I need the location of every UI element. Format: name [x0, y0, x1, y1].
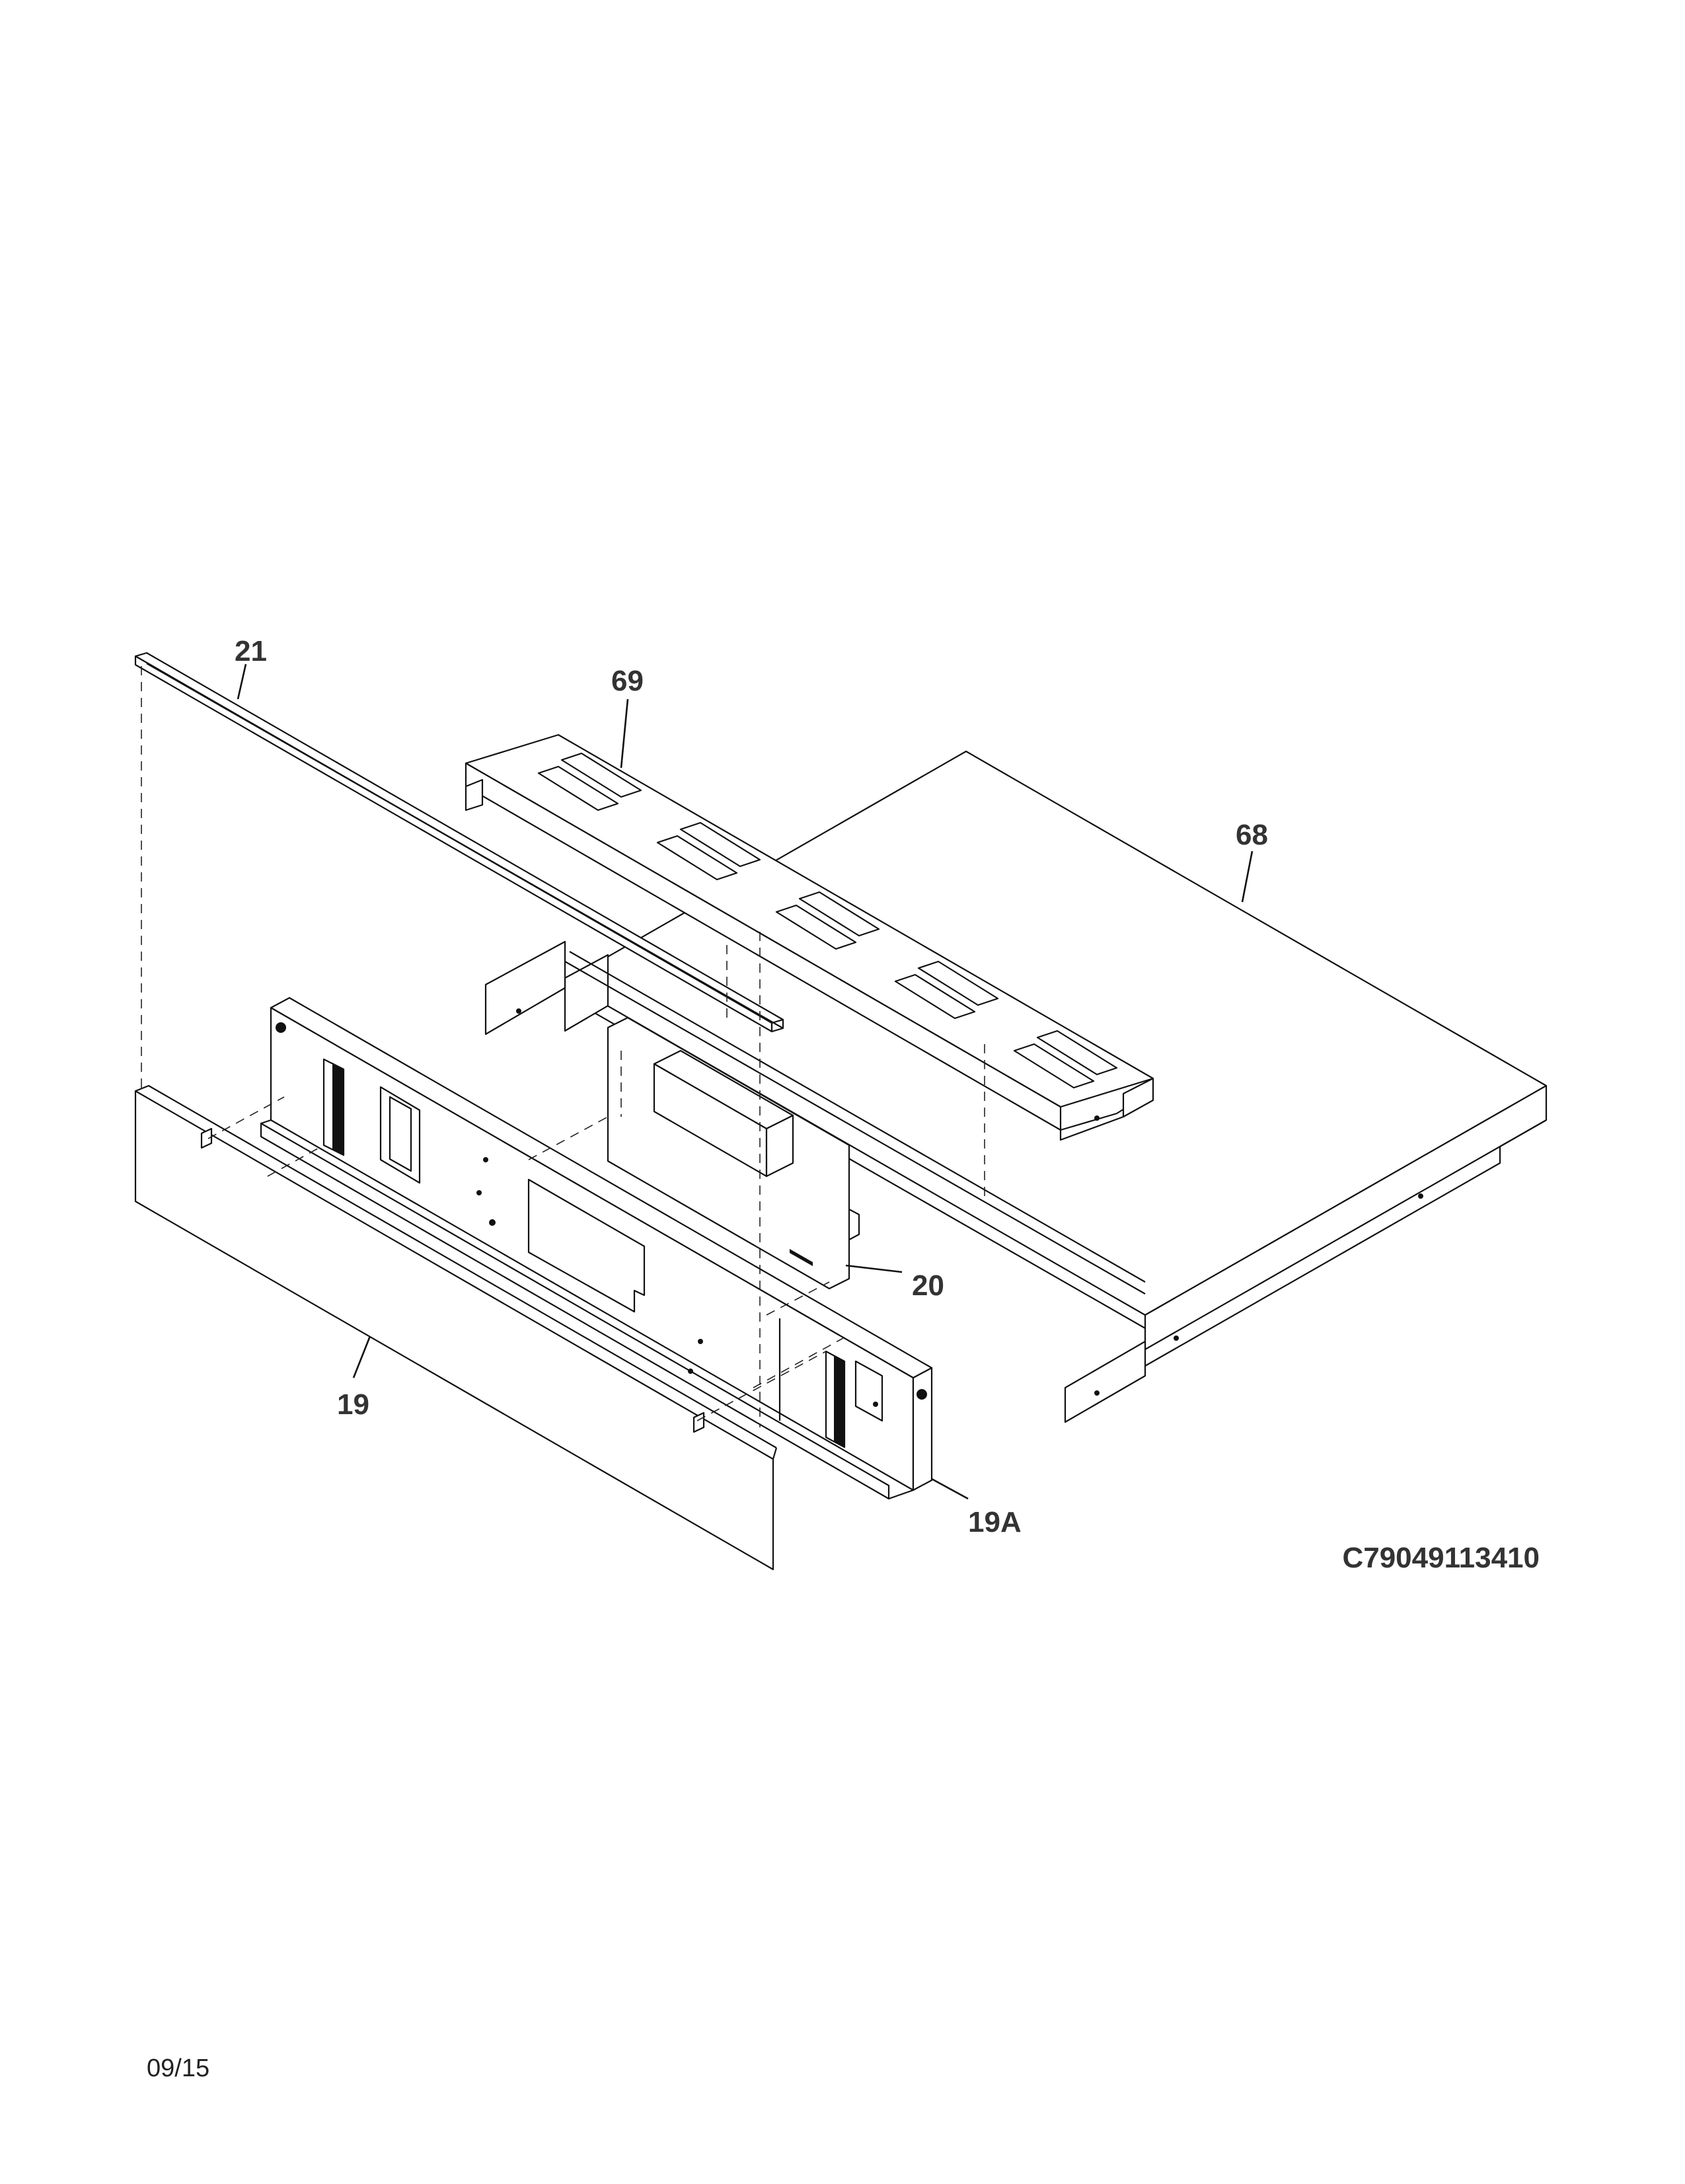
part-20-control-board — [607, 1016, 860, 1290]
part-label-68: 68 — [1236, 819, 1268, 851]
part-19-glass-panel — [134, 1084, 778, 1571]
vent-slots — [537, 752, 1118, 1089]
part-label-69: 69 — [611, 665, 644, 697]
assembly-guide-lines — [141, 666, 985, 1427]
part-label-19a: 19A — [968, 1506, 1022, 1538]
mounting-bracket — [484, 940, 1146, 1295]
leader-lines — [237, 663, 1254, 1500]
revision-date: 09/15 — [147, 2054, 209, 2082]
part-label-19: 19 — [337, 1388, 369, 1421]
part-69-vent-frame — [465, 734, 1154, 1141]
drawing-code: C79049113410 — [1342, 1542, 1540, 1574]
part-19a-control-housing — [260, 997, 933, 1500]
part-label-20: 20 — [912, 1269, 944, 1302]
part-21-trim-strip — [134, 652, 784, 1033]
part-label-21: 21 — [235, 635, 267, 667]
